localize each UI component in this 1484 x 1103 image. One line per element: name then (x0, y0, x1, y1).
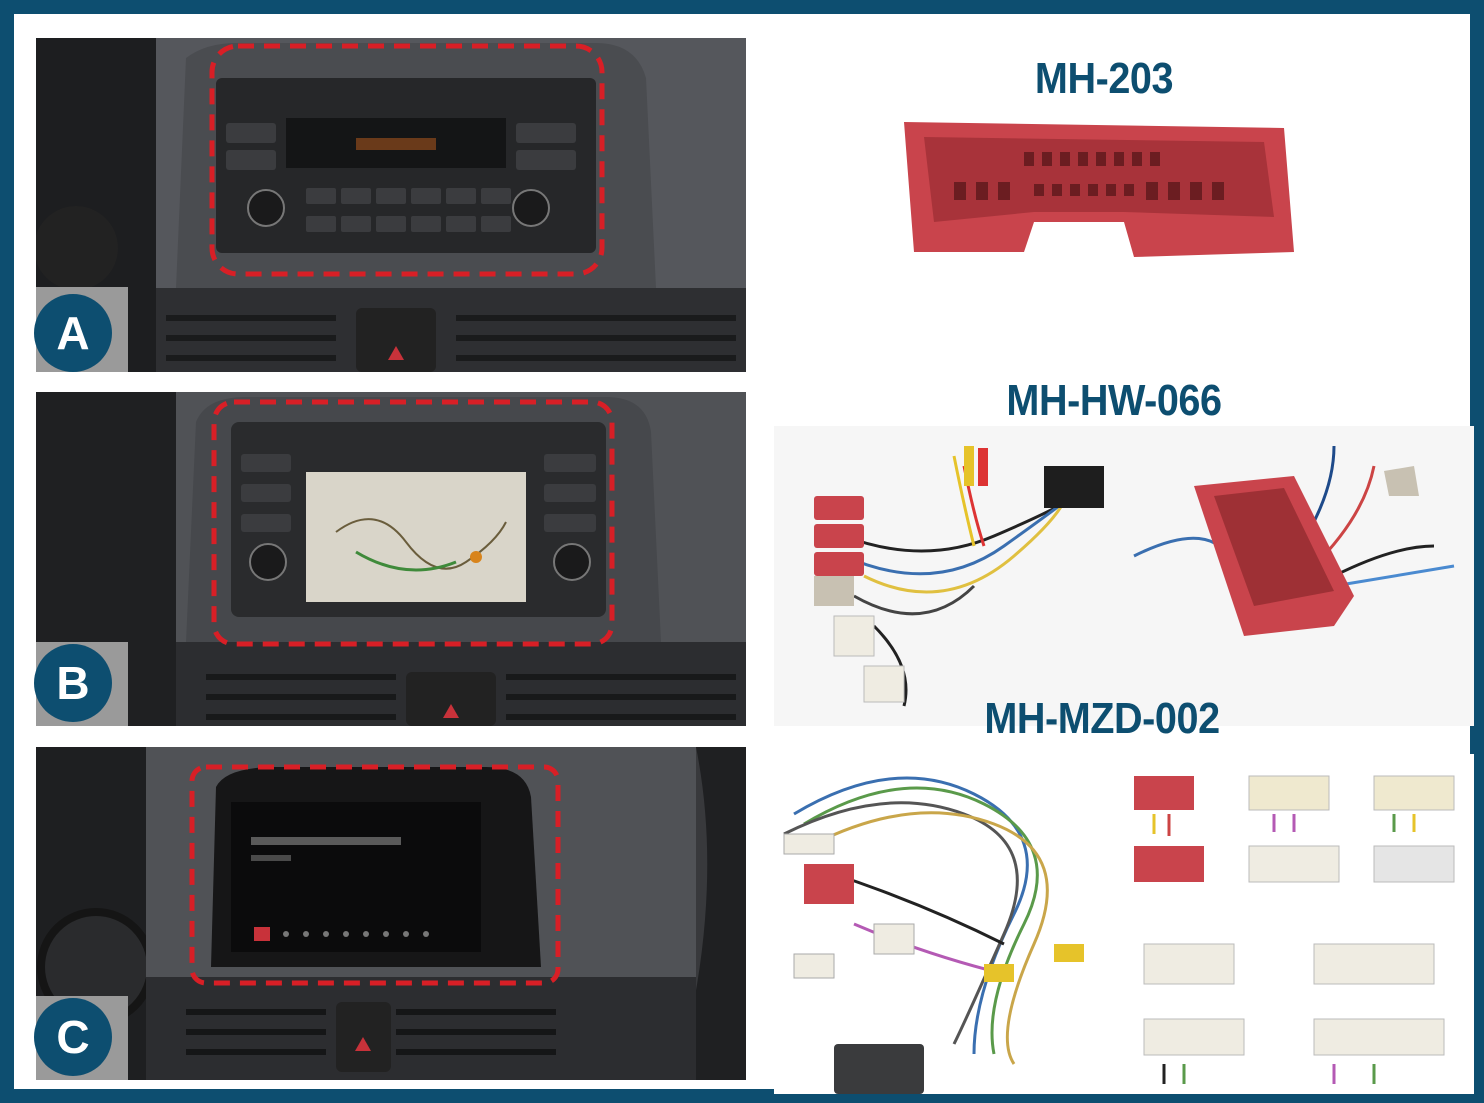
product-title-mh-mzd-002: MH-MZD-002 (984, 694, 1220, 743)
screen-dashboard-illustration (36, 747, 746, 1080)
panel-badge-a: A (34, 294, 112, 372)
dashboard-photo-b (36, 392, 746, 726)
connector-mh-203 (884, 112, 1304, 262)
navigation-dashboard-illustration (36, 392, 746, 726)
harness-mh-hw-066 (774, 426, 1474, 726)
connector-grid (1134, 775, 1455, 1084)
radio-dashboard-illustration (36, 38, 746, 372)
product-title-mh-203: MH-203 (1034, 54, 1174, 103)
harness-and-connectors-illustration (774, 754, 1474, 1094)
dashboard-photo-a (36, 38, 746, 372)
panel-badge-b: B (34, 644, 112, 722)
red-connector-illustration (904, 122, 1294, 257)
dashboard-photo-c (36, 747, 746, 1080)
product-title-mh-hw-066: MH-HW-066 (1006, 376, 1222, 425)
panel-badge-c: C (34, 998, 112, 1076)
harness-with-red-connector-illustration (774, 426, 1474, 726)
harness-mh-mzd-002 (774, 754, 1474, 1094)
